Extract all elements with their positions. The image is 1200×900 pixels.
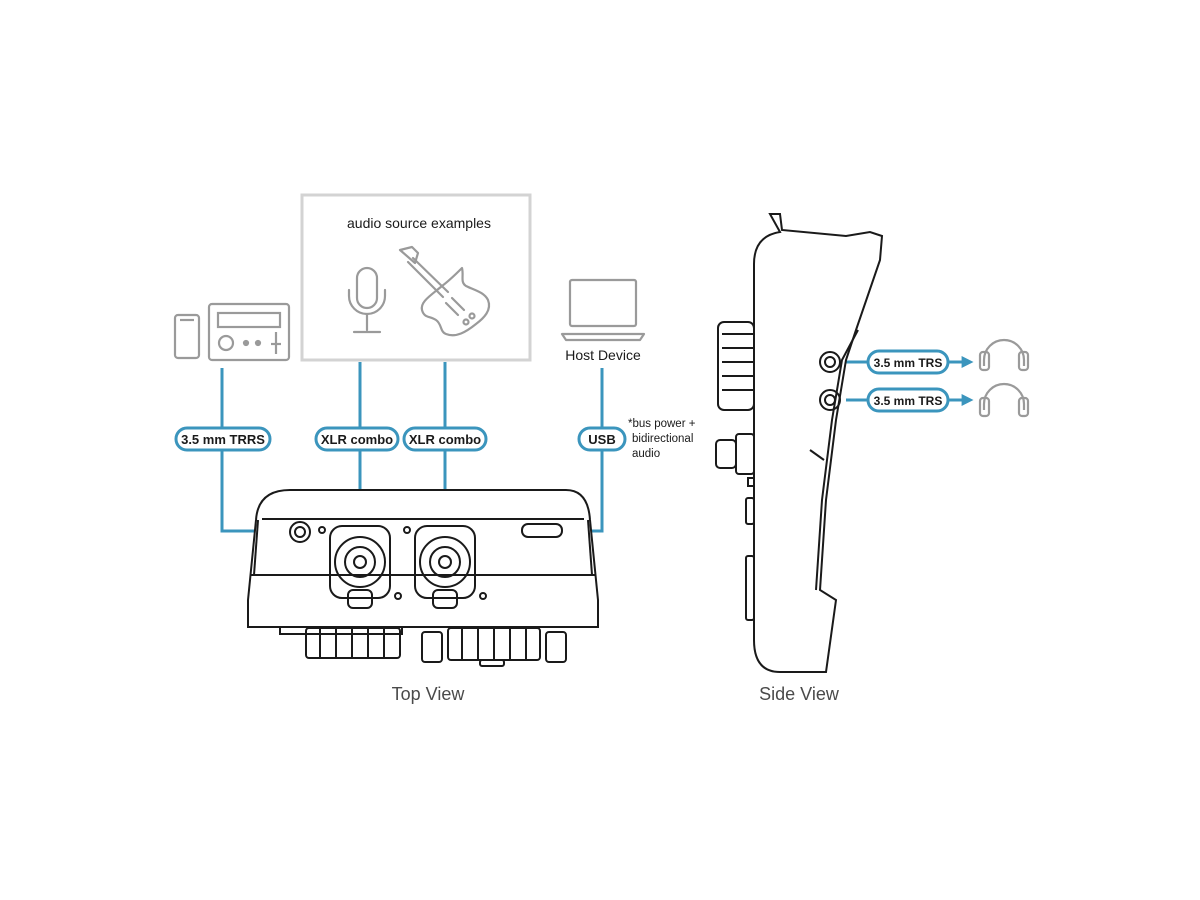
host-device-label: Host Device <box>565 347 641 363</box>
smartphone-icon <box>173 313 201 360</box>
trs2-label: 3.5 mm TRS <box>874 394 943 408</box>
xlr-combo-jack-1 <box>318 525 402 609</box>
audio-source-box: audio source examples <box>300 193 532 362</box>
microphone-icon <box>347 266 387 334</box>
trrs-pill: 3.5 mm TRRS <box>174 426 272 452</box>
audio-source-title: audio source examples <box>347 215 491 231</box>
headphones-icon <box>978 382 1030 418</box>
usb-note-line2: bidirectional <box>632 433 693 445</box>
trs2-pill: 3.5 mm TRS <box>866 387 950 413</box>
side-view-label: Side View <box>759 684 840 704</box>
top-view-device <box>247 489 599 667</box>
usb-note-line1: *bus power + <box>628 418 696 430</box>
headphones-icon <box>978 338 1030 372</box>
usb-label: USB <box>588 432 615 447</box>
side-view-device <box>715 213 884 673</box>
laptop-icon <box>560 278 646 342</box>
usb-note: *bus power + bidirectional audio <box>628 418 696 460</box>
xlr2-label: XLR combo <box>409 432 481 447</box>
xlr-combo-jack-2 <box>403 525 487 609</box>
trrs-jack <box>289 521 311 543</box>
trs-jack-2 <box>819 389 841 411</box>
usb-port <box>521 523 563 538</box>
trs1-pill: 3.5 mm TRS <box>866 349 950 375</box>
xlr2-pill: XLR combo <box>402 426 488 452</box>
xlr1-pill: XLR combo <box>314 426 400 452</box>
trs1-label: 3.5 mm TRS <box>874 356 943 370</box>
usb-note-line3: audio <box>632 448 660 460</box>
xlr1-label: XLR combo <box>321 432 393 447</box>
guitar-icon <box>398 245 491 337</box>
radio-icon <box>207 302 291 362</box>
trs-jack-1 <box>819 351 841 373</box>
usb-pill: USB <box>577 426 627 452</box>
top-view-label: Top View <box>392 684 466 704</box>
trrs-label: 3.5 mm TRRS <box>181 432 265 447</box>
